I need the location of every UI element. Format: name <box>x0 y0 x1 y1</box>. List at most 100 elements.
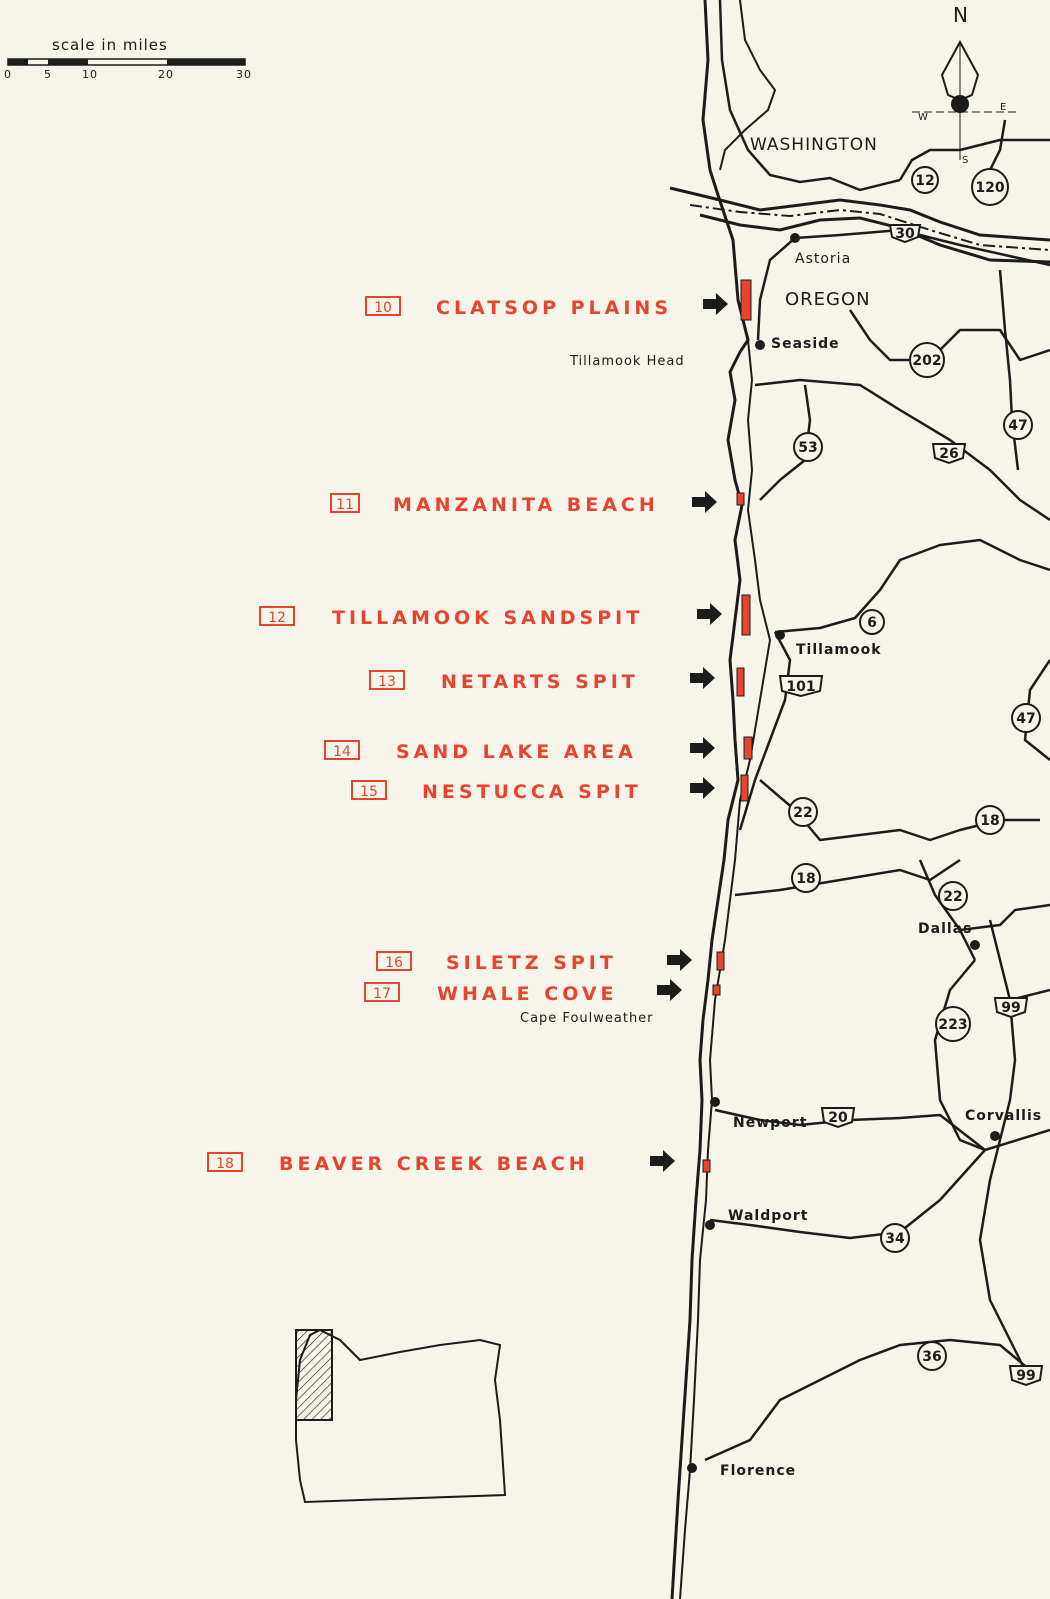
site-13: 13 NETARTS SPIT <box>369 667 715 693</box>
town-dot-seaside <box>755 340 765 350</box>
site-list: 10 CLATSOP PLAINS 11 MANZANITA BEACH 12 … <box>207 293 728 1175</box>
site-strip-17 <box>712 984 721 996</box>
site-strip-16 <box>716 951 725 971</box>
site-strip-13 <box>736 667 745 697</box>
road-6 <box>774 538 1050 634</box>
label-corvallis: Corvallis <box>965 1108 1042 1124</box>
site-strip-15 <box>740 774 749 802</box>
site-number: 14 <box>333 744 351 760</box>
svg-text:202: 202 <box>912 353 941 369</box>
road-202 <box>848 309 1050 362</box>
road-12 <box>898 138 1050 181</box>
site-name: BEAVER CREEK BEACH <box>279 1153 589 1175</box>
site-markers <box>702 279 753 1173</box>
highway-shield-30: 30 <box>888 224 922 244</box>
site-number-box <box>324 740 360 760</box>
site-number: 10 <box>374 300 392 316</box>
highway-shield-53: 53 <box>793 432 823 462</box>
towns <box>687 233 1000 1473</box>
highway-shield-34: 34 <box>880 1223 910 1253</box>
site-number: 12 <box>268 610 286 626</box>
svg-text:223: 223 <box>938 1017 967 1033</box>
coastline-inner <box>679 339 772 1599</box>
site-11: 11 MANZANITA BEACH <box>330 491 717 516</box>
site-number-box <box>259 606 295 626</box>
road-26 <box>754 378 1050 522</box>
site-12: 12 TILLAMOOK SANDSPIT <box>259 603 722 629</box>
site-name: SILETZ SPIT <box>446 952 617 974</box>
label-florence: Florence <box>720 1463 796 1479</box>
site-number-box <box>207 1152 243 1172</box>
site-strip-14 <box>743 736 753 760</box>
scale-title: scale in miles <box>52 36 168 54</box>
arrow-right-icon <box>667 949 692 971</box>
site-name: TILLAMOOK SANDSPIT <box>332 607 643 629</box>
highway-shield-18-east: 18 <box>975 805 1005 835</box>
scale-bar: scale in miles 0 5 10 20 30 <box>4 36 251 81</box>
road-network <box>704 119 1050 1462</box>
arrow-right-icon <box>690 777 715 799</box>
site-number: 17 <box>373 986 391 1002</box>
highway-shield-223: 223 <box>935 1006 971 1042</box>
svg-text:12: 12 <box>915 173 934 189</box>
scale-tick-5: 5 <box>44 68 52 81</box>
road-120 <box>988 119 1007 171</box>
highway-shield-18-west: 18 <box>791 863 821 893</box>
svg-text:18: 18 <box>980 813 999 829</box>
town-dot-newport <box>710 1097 720 1107</box>
compass-rose: N W E S <box>912 3 1020 166</box>
svg-text:53: 53 <box>798 440 817 456</box>
site-name: MANZANITA BEACH <box>393 494 659 516</box>
highway-shield-47-south: 47 <box>1011 703 1041 733</box>
highway-shield-202: 202 <box>909 342 945 378</box>
scale-tick-20: 20 <box>158 68 174 81</box>
site-strip-10 <box>740 279 752 321</box>
town-dot-florence <box>687 1463 697 1473</box>
site-18: 18 BEAVER CREEK BEACH <box>207 1150 675 1175</box>
oregon-inset-map <box>295 1328 507 1504</box>
road-99w-east <box>984 1128 1050 1152</box>
site-17: 17 WHALE COVE <box>364 979 682 1005</box>
svg-text:101: 101 <box>786 679 815 695</box>
svg-text:99: 99 <box>1001 1000 1020 1016</box>
road-101-north <box>756 237 796 341</box>
svg-text:47: 47 <box>1016 711 1035 727</box>
site-number-box <box>376 951 412 971</box>
highway-shield-36: 36 <box>917 1341 947 1371</box>
washington-coast <box>718 0 901 192</box>
arrow-right-icon <box>690 667 715 689</box>
state-boundary <box>689 204 1050 251</box>
town-dot-dallas <box>970 940 980 950</box>
highway-shield-47-north: 47 <box>1003 410 1033 440</box>
svg-text:34: 34 <box>885 1231 905 1247</box>
label-astoria: Astoria <box>795 251 851 267</box>
highway-shield-99-south: 99 <box>1008 1365 1044 1387</box>
label-oregon: OREGON <box>785 289 871 310</box>
site-number-box <box>351 780 387 800</box>
compass-west-label: W <box>918 112 929 123</box>
site-name: NETARTS SPIT <box>441 671 639 693</box>
road-34 <box>709 1149 986 1240</box>
site-name: SAND LAKE AREA <box>396 741 637 763</box>
arrow-right-icon <box>697 603 722 625</box>
site-number-box <box>365 296 401 316</box>
svg-text:36: 36 <box>922 1349 941 1365</box>
scale-tick-10: 10 <box>82 68 98 81</box>
site-name: WHALE COVE <box>437 983 618 1005</box>
label-dallas: Dallas <box>918 921 972 937</box>
site-16: 16 SILETZ SPIT <box>376 949 692 974</box>
highway-shield-120: 120 <box>971 168 1009 206</box>
town-dot-corvallis <box>990 1131 1000 1141</box>
columbia-river-north <box>669 186 1050 242</box>
study-area-hatch <box>295 1329 333 1421</box>
site-strip-18 <box>702 1159 711 1173</box>
arrow-right-icon <box>650 1150 675 1172</box>
site-number: 11 <box>336 497 354 513</box>
svg-text:18: 18 <box>796 871 815 887</box>
label-newport: Newport <box>733 1115 807 1131</box>
town-dot-astoria <box>790 233 800 243</box>
columbia-river-south <box>699 213 1050 264</box>
site-strip-11 <box>736 492 745 506</box>
